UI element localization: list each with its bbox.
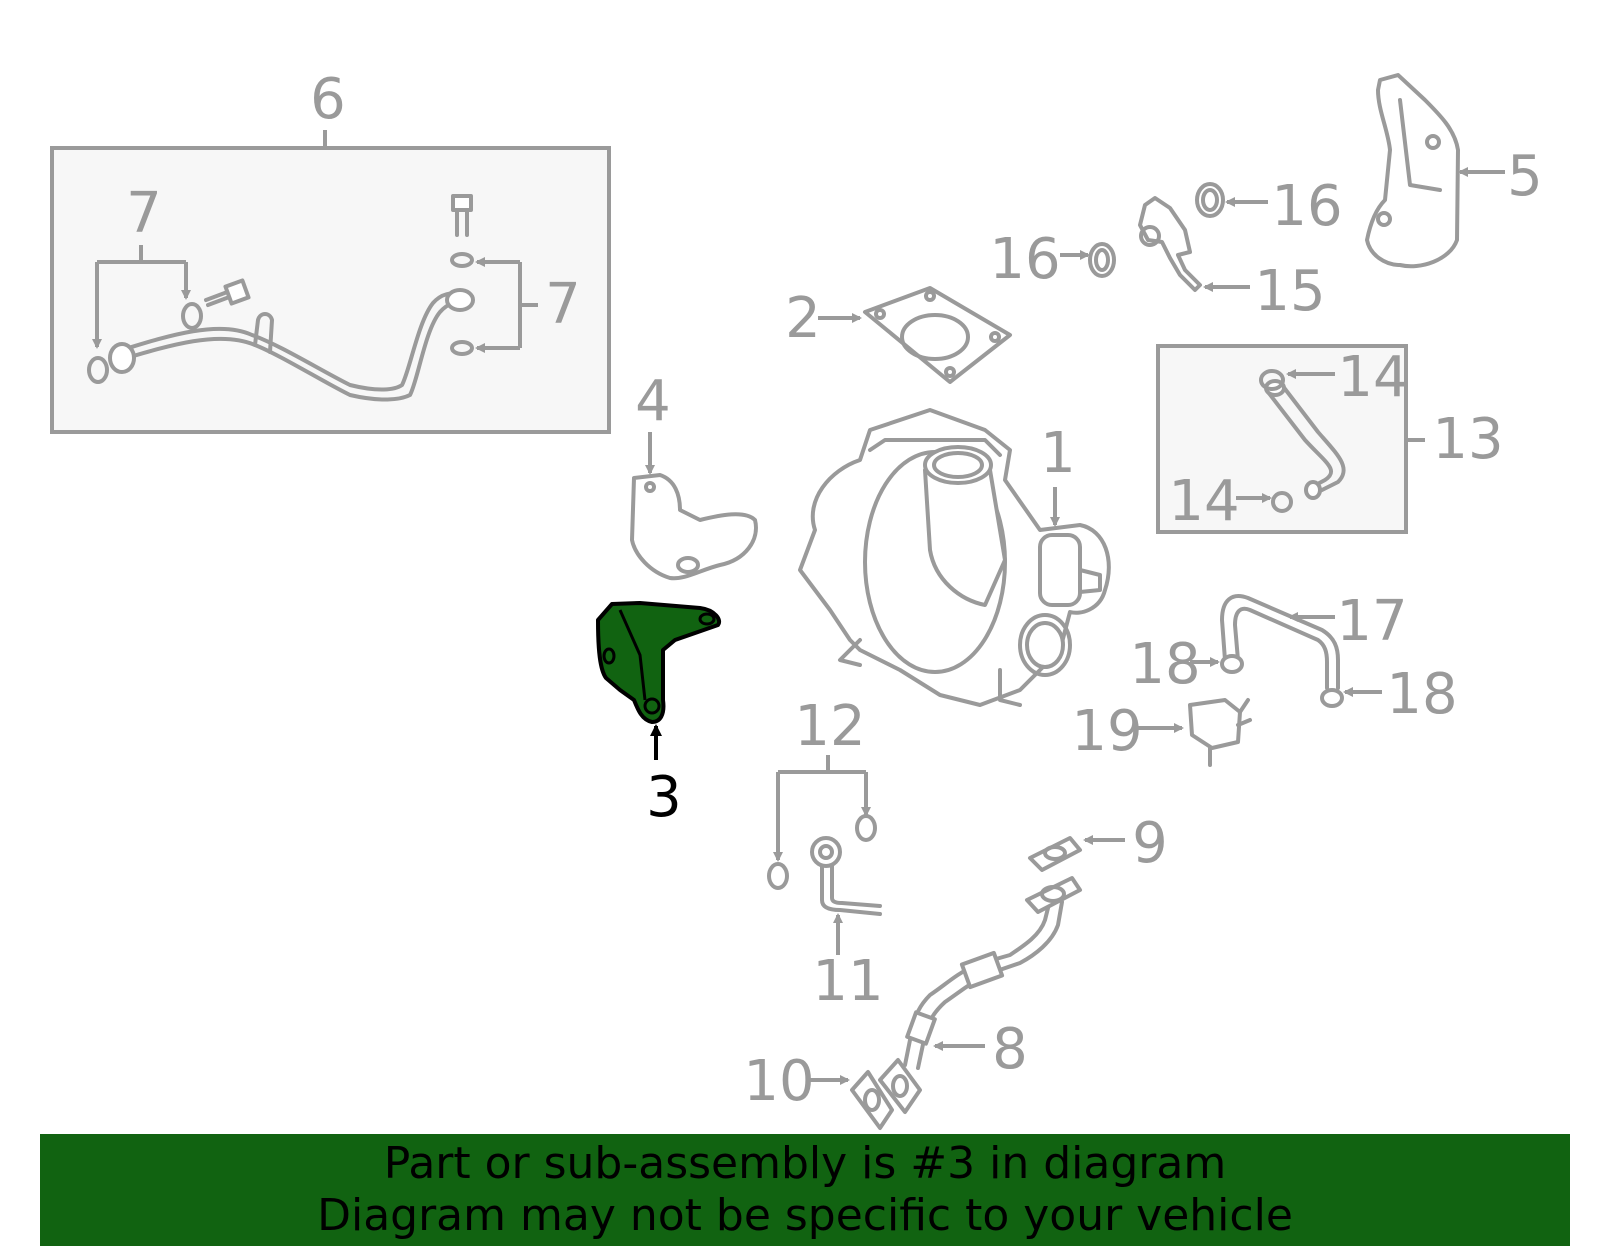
part-11-return-pipe[interactable] — [810, 836, 882, 916]
part-5-heat-shield[interactable] — [1365, 73, 1460, 269]
part-oil-feed-line[interactable] — [108, 288, 475, 402]
callout-16-right-label: 16 — [1271, 174, 1342, 239]
callout-8: 8 — [933, 1017, 1028, 1082]
part-8-pipe[interactable] — [903, 898, 1064, 1070]
callout-12-label: 12 — [794, 694, 865, 759]
callout-18-left-label: 18 — [1129, 632, 1200, 697]
callout-7-right: 7 — [475, 257, 581, 353]
callout-10-label: 10 — [743, 1049, 814, 1114]
part-1-turbocharger[interactable] — [798, 408, 1111, 707]
callout-18-right: 18 — [1343, 662, 1458, 727]
callout-7-right-label: 7 — [545, 272, 581, 337]
banner-line-1: Part or sub-assembly is #3 in diagram — [383, 1138, 1227, 1189]
part-14-clamps[interactable] — [1259, 369, 1293, 513]
callout-7-left-label: 7 — [126, 181, 162, 246]
callout-2-label: 2 — [785, 286, 821, 351]
callout-13: 13 — [1432, 407, 1503, 472]
callout-9-label: 9 — [1132, 811, 1168, 876]
part-9-gaskets[interactable] — [1025, 836, 1082, 914]
callout-19-label: 19 — [1071, 699, 1142, 764]
callout-14-top-label: 14 — [1337, 345, 1408, 410]
callout-17: 17 — [1288, 589, 1408, 654]
group-box-6: 6 — [50, 67, 611, 434]
callout-1: 1 — [1040, 421, 1076, 527]
callout-19: 19 — [1071, 699, 1184, 764]
banner-line-2: Diagram may not be specific to your vehi… — [317, 1190, 1293, 1241]
callout-3-label: 3 — [646, 765, 682, 830]
callout-15-label: 15 — [1254, 259, 1325, 324]
callout-14-bottom-label: 14 — [1168, 469, 1239, 534]
callout-17-label: 17 — [1336, 589, 1407, 654]
callout-18-right-label: 18 — [1386, 662, 1457, 727]
callout-11-label: 11 — [812, 949, 883, 1014]
callout-3: 3 — [646, 724, 682, 830]
callout-8-label: 8 — [992, 1017, 1028, 1082]
part-19-valve[interactable] — [1188, 698, 1252, 767]
info-banner: Part or sub-assembly is #3 in diagram Di… — [40, 1134, 1570, 1246]
callout-2: 2 — [785, 286, 862, 351]
callout-18-left: 18 — [1129, 632, 1220, 697]
callout-14-top: 14 — [1286, 345, 1409, 410]
part-7-washers-and-bolts[interactable] — [87, 194, 474, 384]
callout-4-label: 4 — [635, 369, 671, 434]
part-16-o-rings[interactable] — [1088, 182, 1225, 278]
callout-4: 4 — [635, 369, 671, 475]
callout-1-label: 1 — [1040, 421, 1076, 486]
callout-14-bottom: 14 — [1168, 469, 1272, 534]
callout-5-label: 5 — [1507, 144, 1543, 209]
callout-10: 10 — [743, 1049, 850, 1114]
callout-11: 11 — [812, 913, 884, 1014]
callout-12: 12 — [773, 694, 871, 862]
part-12-washers[interactable] — [767, 814, 877, 890]
callout-7-left: 7 — [92, 181, 191, 349]
part-18-clamps[interactable] — [1220, 654, 1344, 708]
callout-6: 6 — [310, 67, 346, 132]
part-4-heat-shield[interactable] — [630, 473, 758, 581]
callout-16-left: 16 — [989, 227, 1090, 292]
callout-16-left-label: 16 — [989, 227, 1060, 292]
callout-15: 15 — [1203, 259, 1326, 324]
callout-9: 9 — [1083, 811, 1168, 876]
part-2-gasket[interactable] — [863, 286, 1012, 384]
part-10-gaskets[interactable] — [850, 1058, 922, 1130]
part-15-bracket[interactable] — [1138, 196, 1202, 292]
part-3-bracket[interactable] — [596, 601, 721, 724]
callout-5: 5 — [1458, 144, 1543, 209]
callout-16-right: 16 — [1225, 174, 1343, 239]
part-17-pipe[interactable] — [1220, 594, 1340, 690]
